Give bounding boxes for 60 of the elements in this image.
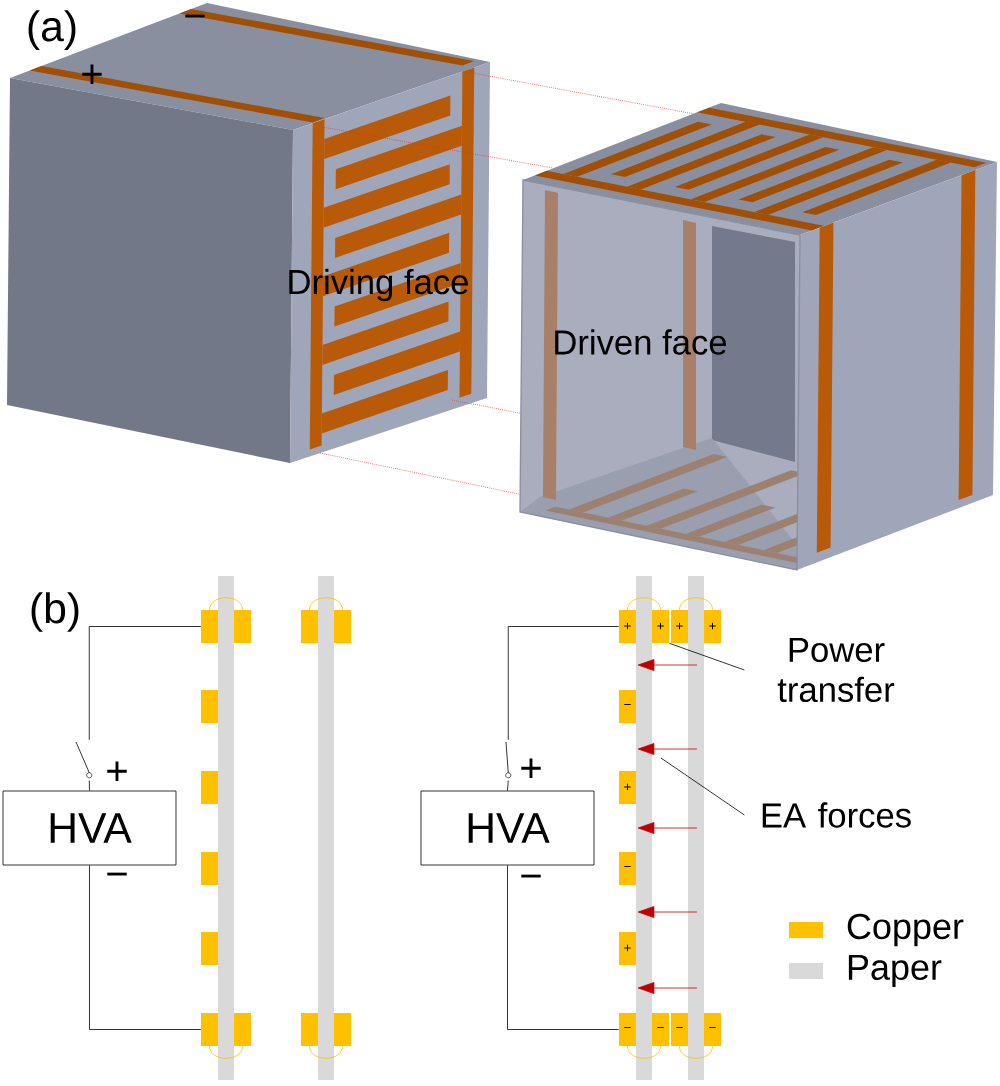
legend-label: Paper: [848, 954, 942, 988]
copper-pad: [334, 610, 351, 643]
switch-symbol: [505, 741, 512, 779]
copper-pad: −: [619, 1013, 636, 1046]
wire: [88, 626, 202, 741]
copper-pad: +: [671, 610, 688, 643]
node-label: −: [657, 1027, 664, 1029]
wire: [88, 780, 90, 791]
node-label: −: [676, 1027, 683, 1029]
polarity-sign: +: [521, 758, 541, 779]
copper-pad: [201, 610, 218, 643]
connection-arc: [679, 597, 713, 611]
copper-pad: +: [619, 771, 636, 804]
polarity-sign: −: [185, 14, 205, 18]
copper-pad: −: [619, 690, 636, 723]
copper-pad: +: [652, 610, 669, 643]
copper-pad: [201, 690, 218, 723]
copper-pad: −: [619, 852, 636, 885]
copper-pad: [234, 1013, 251, 1046]
connection-arc: [627, 597, 661, 611]
leader-line: [668, 642, 745, 671]
copper-pad: [334, 1013, 351, 1046]
legend-label: Copper: [847, 913, 964, 947]
leader-line: [660, 757, 745, 816]
hva-box: HVA: [2, 790, 177, 866]
connection-arc: [627, 1045, 661, 1059]
switch-symbol: [75, 741, 93, 779]
copper-pad: [201, 1013, 218, 1046]
connection-arc: [309, 597, 343, 611]
copper-pad: +: [704, 610, 721, 643]
copper-pad: [201, 852, 218, 885]
panel-label: (a): [28, 10, 76, 50]
copper-pad: −: [704, 1013, 721, 1046]
wire: [507, 626, 620, 741]
callout-text: EA forces: [762, 802, 911, 828]
copper-pad: [301, 610, 318, 643]
copper-pad: [201, 771, 218, 804]
callout-text: Power transfer: [777, 637, 895, 703]
polarity-sign: +: [107, 761, 127, 782]
polarity-sign: −: [521, 874, 541, 878]
face-label: Driven face: [555, 329, 727, 355]
panel-label: (b): [31, 592, 79, 632]
wire: [507, 780, 509, 791]
copper-pad: −: [652, 1013, 669, 1046]
node-label: +: [676, 622, 683, 630]
copper-pad: +: [619, 932, 636, 965]
polarity-sign: −: [107, 872, 127, 876]
copper-pad: [201, 932, 218, 965]
wire: [507, 865, 620, 1030]
copper-pad: [234, 610, 251, 643]
copper-pad: +: [619, 610, 636, 643]
connection-arc: [209, 597, 243, 611]
copper-pad: [301, 1013, 318, 1046]
connection-arc: [209, 1045, 243, 1059]
connection-arc: [679, 1045, 713, 1059]
connection-arc: [309, 1045, 343, 1059]
wire: [89, 865, 202, 1030]
copper-pad: −: [671, 1013, 688, 1046]
node-label: +: [657, 622, 664, 630]
hva-box: HVA: [420, 790, 595, 866]
